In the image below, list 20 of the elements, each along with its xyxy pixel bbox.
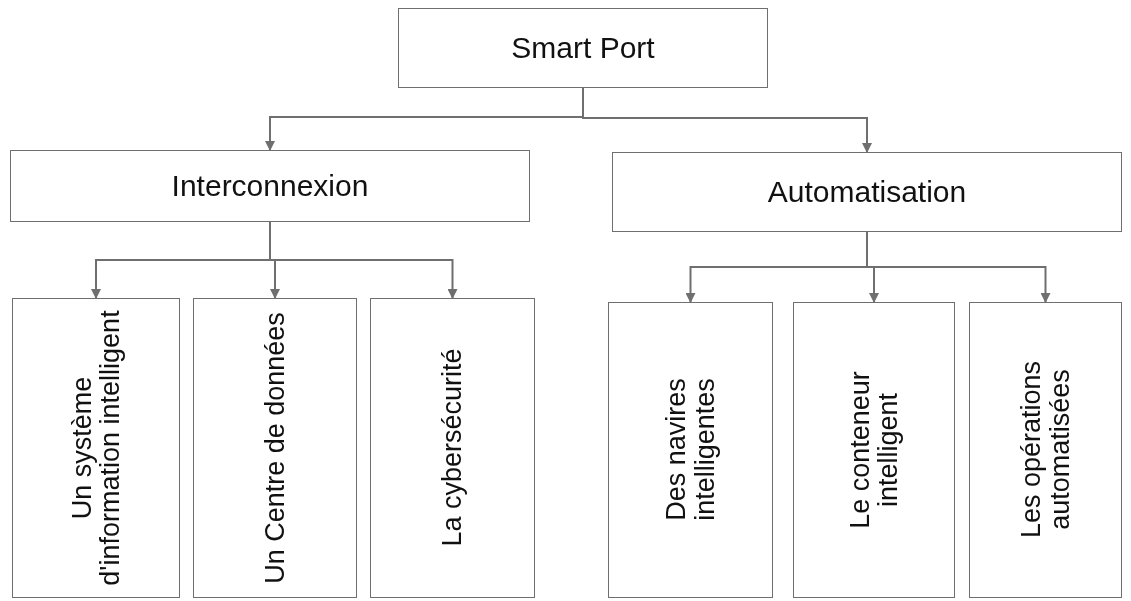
box-label: Le conteneur intelligent (845, 369, 902, 531)
box-label: Un Centre de données (260, 311, 289, 584)
title-box (398, 8, 768, 88)
box-label: Un système d'information intelligent (67, 308, 124, 588)
arrow (582, 87, 872, 153)
box-label: Les opérations automatisées (1016, 359, 1074, 541)
box-label: Automatisation (767, 175, 967, 209)
box-label: Interconnexion (171, 169, 369, 203)
title-box (612, 152, 1122, 232)
category-box (370, 298, 535, 598)
category-box (193, 298, 357, 598)
title-box (10, 150, 530, 222)
box-label: La cybersécurité (437, 348, 467, 547)
arrow (269, 221, 458, 299)
category-box (969, 302, 1122, 598)
box-label: Des navires intelligentes (661, 377, 719, 523)
category-box (793, 302, 955, 598)
box-label: Smart Port (511, 31, 655, 65)
category-box (12, 298, 180, 598)
category-box (608, 302, 773, 598)
